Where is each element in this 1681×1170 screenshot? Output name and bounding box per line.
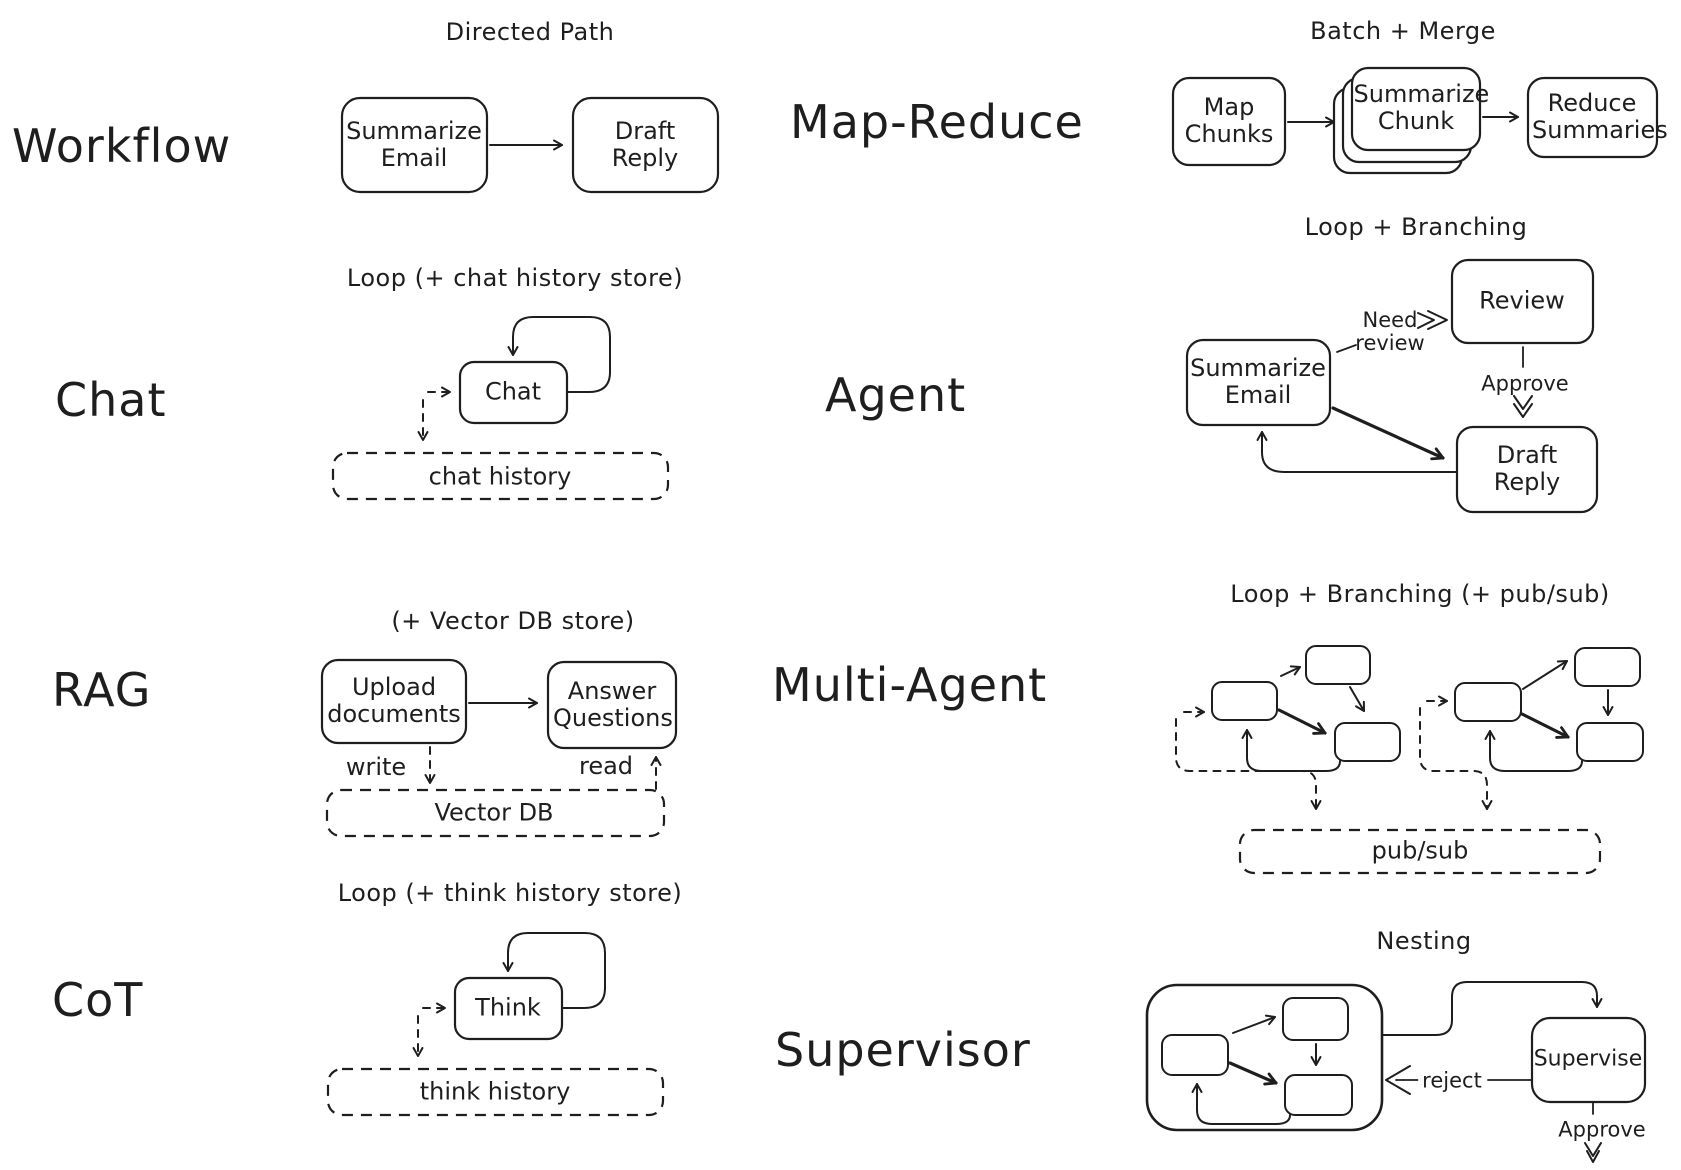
pattern-title-multi-agent: Loop + Branching (+ pub/sub): [1230, 580, 1610, 608]
agent-approve-arrowhead-2: [1513, 403, 1533, 418]
edge-label-supervisor-approve: Approve: [1558, 1117, 1646, 1142]
agent-need-review-chevron-2: [1417, 312, 1435, 329]
multi-agent-cluster1-node-bottom: [1334, 722, 1401, 762]
chat-diagram: [331, 316, 670, 501]
multi-agent-cluster2-arrow-diagonal: [1520, 712, 1570, 739]
pattern-title-supervisor: Nesting: [1376, 927, 1472, 955]
edge-label-approve: Approve: [1481, 371, 1569, 396]
multi-agent-cluster2-node-bottom: [1576, 722, 1644, 762]
pattern-title-cot: Loop (+ think history store): [337, 879, 683, 907]
node-label-supervise: Supervise: [1533, 1046, 1643, 1072]
store-label-vector-db: Vector DB: [434, 798, 554, 827]
pattern-title-map-reduce: Batch + Merge: [1310, 17, 1496, 45]
multi-agent-cluster1-node-left: [1211, 681, 1278, 721]
node-label-think: Think: [475, 993, 541, 1022]
multi-agent-cluster2-arrow-up: [1522, 660, 1568, 690]
multi-agent-cluster2-node-top: [1574, 647, 1641, 687]
section-label-chat: Chat: [55, 373, 167, 427]
multi-agent-cluster2-loop-arrow: [1484, 730, 1583, 772]
section-label-map-reduce: Map-Reduce: [790, 95, 1084, 149]
workflow-diagram: [340, 96, 720, 194]
rag-node-upload-documents: [320, 658, 468, 745]
supervisor-approve-arrowhead-2: [1586, 1150, 1600, 1163]
chat-node-chat: [458, 360, 569, 425]
map-reduce-node-summarize-chunk: [1350, 66, 1482, 152]
multi-agent-cluster1-arrow-diagonal: [1277, 708, 1327, 735]
supervisor-inner-arrow-diagonal: [1228, 1061, 1278, 1086]
section-label-workflow: Workflow: [12, 119, 232, 173]
node-label-reduce-summaries: Reduce Summaries: [1532, 89, 1668, 144]
supervisor-inner-node-left: [1161, 1034, 1229, 1076]
node-label-summarize-chunk: Summarize Chunk: [1353, 80, 1490, 135]
supervisor-inner-loop-arrow: [1191, 1083, 1291, 1125]
node-label-summarize-email: Summarize Email: [346, 117, 482, 172]
edge-label-need-review: Need review: [1355, 307, 1425, 355]
edge-label-reject: reject: [1418, 1069, 1486, 1093]
workflow-node-summarize-email: [340, 96, 489, 194]
map-reduce-diagram: [1171, 66, 1659, 175]
pattern-title-agent: Loop + Branching: [1304, 213, 1528, 241]
section-label-supervisor: Supervisor: [775, 1023, 1031, 1077]
cot-diagram: [326, 932, 665, 1117]
supervisor-inner-arrow-up: [1232, 1014, 1276, 1034]
agent-approve-arrowhead-1: [1513, 395, 1533, 410]
section-label-agent: Agent: [825, 368, 967, 422]
supervisor-inner-node-top: [1282, 997, 1349, 1041]
node-label-map-chunks: Map Chunks: [1184, 93, 1274, 148]
agent-need-review-leader-line: [1336, 344, 1357, 353]
multi-agent-cluster1-arrow-up: [1280, 665, 1301, 677]
cot-node-think: [453, 976, 564, 1041]
agent-need-review-chevron-1: [1427, 310, 1448, 330]
supervisor-diagram: [1145, 981, 1647, 1163]
agent-node-summarize-email: [1185, 338, 1332, 427]
map-reduce-node-reduce-summaries: [1526, 76, 1659, 159]
node-label-chat: Chat: [484, 377, 542, 406]
chat-history-store: [331, 451, 670, 501]
supervisor-node-supervise: [1530, 1016, 1647, 1104]
node-label-answer-questions: Answer Questions: [553, 677, 673, 732]
multi-agent-cluster2-pub-arrow: [1419, 707, 1493, 810]
section-label-cot: CoT: [52, 973, 144, 1027]
store-label-chat-history: chat history: [428, 462, 572, 491]
multi-agent-cluster1-loop-arrow: [1241, 729, 1341, 772]
agent-diagram: [1185, 258, 1599, 514]
edge-label-write: write: [345, 752, 407, 781]
edge-label-read: read: [578, 751, 634, 780]
supervisor-inner-node-bottom: [1284, 1074, 1353, 1116]
store-label-think-history: think history: [419, 1077, 571, 1106]
chat-loop-arrow: [507, 316, 611, 393]
rag-node-answer-questions: [546, 660, 678, 750]
workflow-node-draft-reply: [571, 96, 720, 194]
agent-draft-arrow: [1331, 406, 1445, 461]
multi-agent-diagram: [1175, 645, 1644, 875]
multi-agent-pub-sub-store: [1238, 828, 1602, 875]
cot-loop-arrow: [502, 932, 606, 1009]
store-label-pub-sub: pub/sub: [1371, 836, 1469, 865]
node-label-agent-summarize-email: Summarize Email: [1190, 354, 1326, 409]
node-label-upload-documents: Upload documents: [327, 673, 461, 728]
section-label-multi-agent: Multi-Agent: [772, 658, 1048, 712]
supervisor-reject-arrowhead: [1385, 1065, 1411, 1095]
multi-agent-cluster1-node-top: [1305, 645, 1371, 685]
rag-diagram: [320, 658, 678, 838]
supervisor-approve-arrowhead-1: [1584, 1142, 1602, 1157]
multi-agent-cluster2-node-left: [1454, 682, 1522, 722]
agent-node-review: [1450, 258, 1595, 345]
pattern-title-chat: Loop (+ chat history store): [346, 264, 684, 292]
rag-vector-db-store: [325, 788, 666, 838]
cot-think-history-store: [326, 1067, 665, 1117]
map-reduce-node-map-chunks: [1171, 76, 1287, 167]
pattern-title-workflow: Directed Path: [445, 18, 615, 46]
node-label-review: Review: [1479, 286, 1565, 315]
node-label-agent-draft-reply: Draft Reply: [1493, 441, 1561, 496]
node-label-draft-reply: Draft Reply: [611, 117, 679, 172]
multi-agent-cluster1-pub-arrow: [1175, 718, 1322, 810]
agent-loop-back-arrow: [1256, 431, 1458, 473]
pattern-title-rag: (+ Vector DB store): [391, 607, 635, 635]
multi-agent-cluster1-arrow-down: [1349, 686, 1365, 712]
section-label-rag: RAG: [52, 663, 152, 717]
agent-node-draft-reply: [1455, 425, 1599, 514]
supervisor-to-supervise-arrow: [1381, 981, 1603, 1036]
